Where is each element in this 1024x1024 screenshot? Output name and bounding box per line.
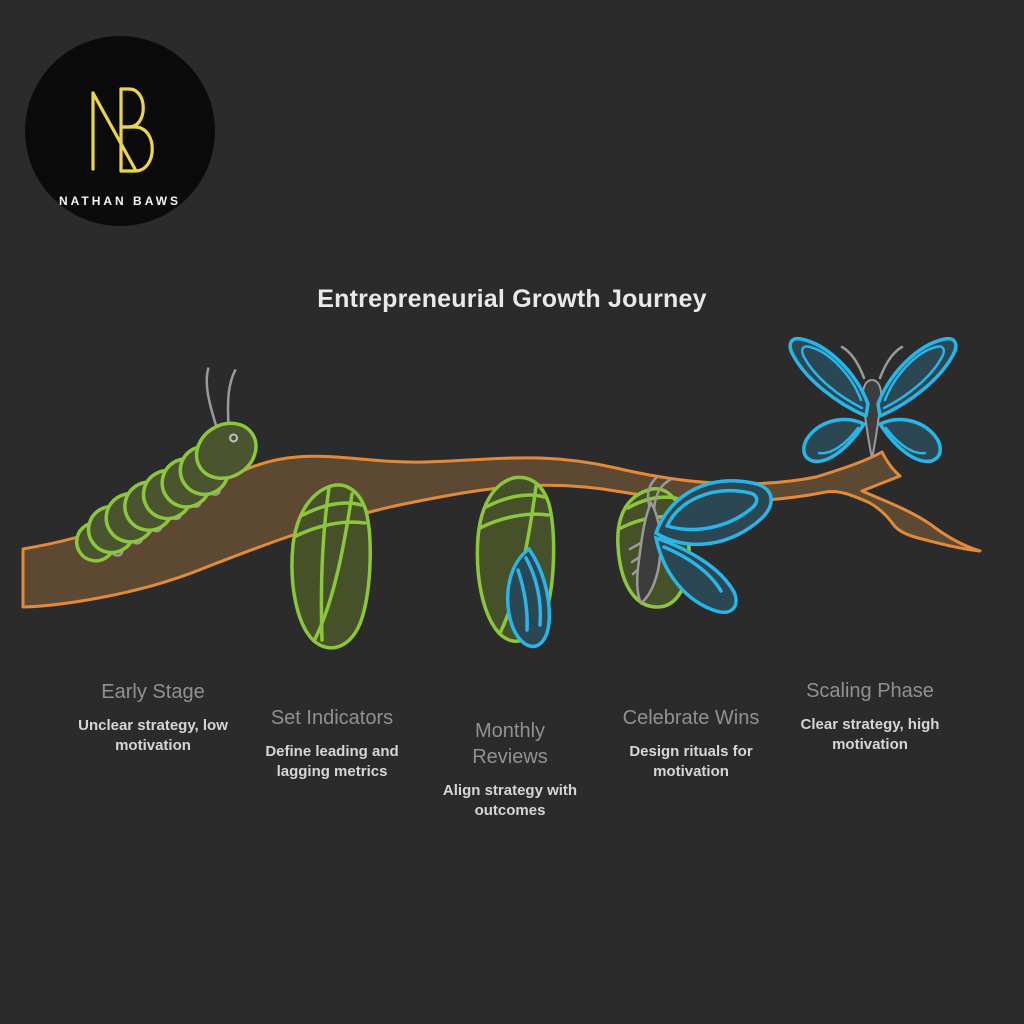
stage-label: Set Indicators [270,707,394,729]
page-title: Entrepreneurial Growth Journey [317,285,707,313]
stage-celebrate-wins: Celebrate Wins Design rituals for motiva… [606,705,776,782]
stage-description: Define leading and lagging metrics [265,743,399,780]
brand-logo: NATHAN BAWS [25,36,215,226]
stage-description: Align strategy with outcomes [442,782,578,819]
stage-set-indicators: Set Indicators Define leading and laggin… [247,705,417,782]
stage-label: Monthly Reviews [472,720,548,768]
stage-label: Celebrate Wins [622,707,760,729]
chrysalis-icon [290,483,372,650]
butterfly-icon [788,336,958,464]
nb-monogram-icon [91,87,154,173]
stage-description: Design rituals for motivation [629,743,753,780]
stage-monthly-reviews: Monthly Reviews Align strategy with outc… [440,718,580,821]
stage-scaling-phase: Scaling Phase Clear strategy, high motiv… [785,678,955,755]
butterfly-emerging-icon [616,476,773,614]
stage-description: Unclear strategy, low motivation [78,717,228,754]
brand-name: NATHAN BAWS [58,194,182,208]
chrysalis-transforming-icon [475,475,556,648]
stage-early-stage: Early Stage Unclear strategy, low motiva… [68,679,238,756]
stage-label: Early Stage [101,681,205,703]
stage-label: Scaling Phase [806,680,934,702]
caterpillar-icon [74,367,258,563]
stage-description: Clear strategy, high motivation [800,716,940,753]
